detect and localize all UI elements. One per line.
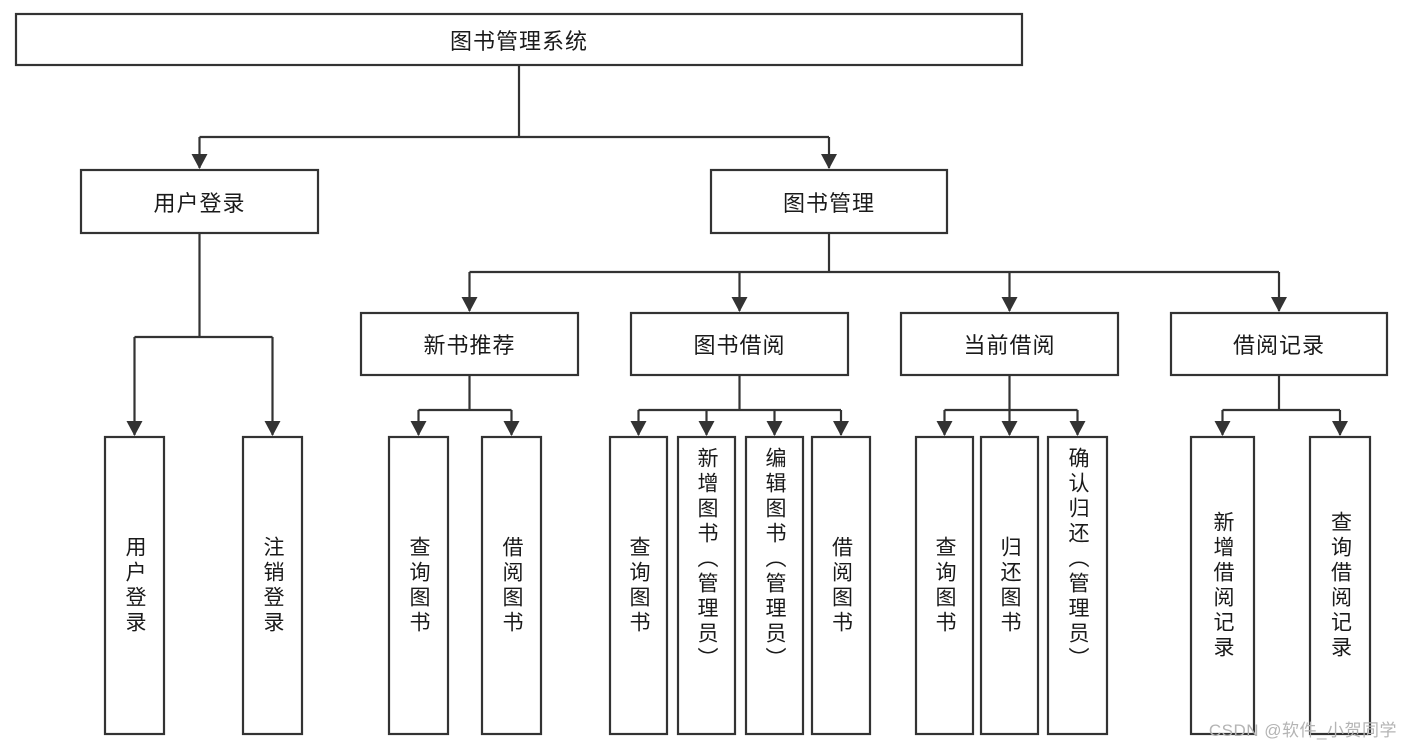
arrow-head-book-borrow	[731, 297, 748, 312]
arrow-head-book-manage	[821, 154, 837, 169]
arrow-head-leaf-logout	[264, 421, 281, 436]
arrow-head-leaf-borrow-book-rec	[503, 421, 520, 436]
arrow-head-leaf-confirm-return	[1069, 421, 1086, 436]
arrow-head-leaf-add-book	[698, 421, 715, 436]
node-box-leaf-user-login[interactable]	[103, 435, 166, 736]
node-box-leaf-query-record[interactable]	[1308, 435, 1372, 736]
arrow-head-borrow-record	[1271, 297, 1287, 312]
arrow-head-current-borrow	[1001, 297, 1018, 312]
node-box-layer	[14, 12, 1389, 736]
arrow-head-new-book-rec	[461, 297, 478, 312]
node-box-root[interactable]	[14, 12, 1024, 67]
node-box-leaf-return-book[interactable]	[979, 435, 1040, 736]
arrow-head-leaf-query-book-rec	[410, 421, 427, 436]
node-box-new-book-rec[interactable]	[359, 311, 580, 377]
node-box-leaf-edit-book[interactable]	[744, 435, 805, 736]
node-box-leaf-add-book[interactable]	[676, 435, 737, 736]
node-box-current-borrow[interactable]	[899, 311, 1120, 377]
arrow-head-leaf-user-login	[126, 421, 143, 436]
arrow-head-leaf-query-book-bb	[630, 421, 647, 436]
node-box-leaf-query-book-rec[interactable]	[387, 435, 450, 736]
node-box-leaf-borrow-book-rec[interactable]	[480, 435, 543, 736]
node-box-book-borrow[interactable]	[629, 311, 850, 377]
arrow-head-leaf-borrow-book-bb	[833, 421, 849, 436]
arrow-head-leaf-query-book-cb	[936, 421, 953, 436]
node-box-leaf-query-book-cb[interactable]	[914, 435, 975, 736]
connector-layer	[126, 65, 1348, 436]
arrow-head-leaf-return-book	[1001, 421, 1018, 436]
arrow-head-leaf-add-record	[1214, 421, 1231, 436]
arrow-head-leaf-query-record	[1332, 421, 1348, 436]
node-box-leaf-borrow-book-bb[interactable]	[810, 435, 872, 736]
node-box-leaf-confirm-return[interactable]	[1046, 435, 1109, 736]
node-box-book-manage[interactable]	[709, 168, 949, 235]
node-box-borrow-record[interactable]	[1169, 311, 1389, 377]
node-box-leaf-logout[interactable]	[241, 435, 304, 736]
arrow-head-user-login	[191, 154, 208, 169]
arrow-head-leaf-edit-book	[766, 421, 783, 436]
node-box-user-login[interactable]	[79, 168, 320, 235]
node-box-leaf-query-book-bb[interactable]	[608, 435, 669, 736]
node-box-leaf-add-record[interactable]	[1189, 435, 1256, 736]
